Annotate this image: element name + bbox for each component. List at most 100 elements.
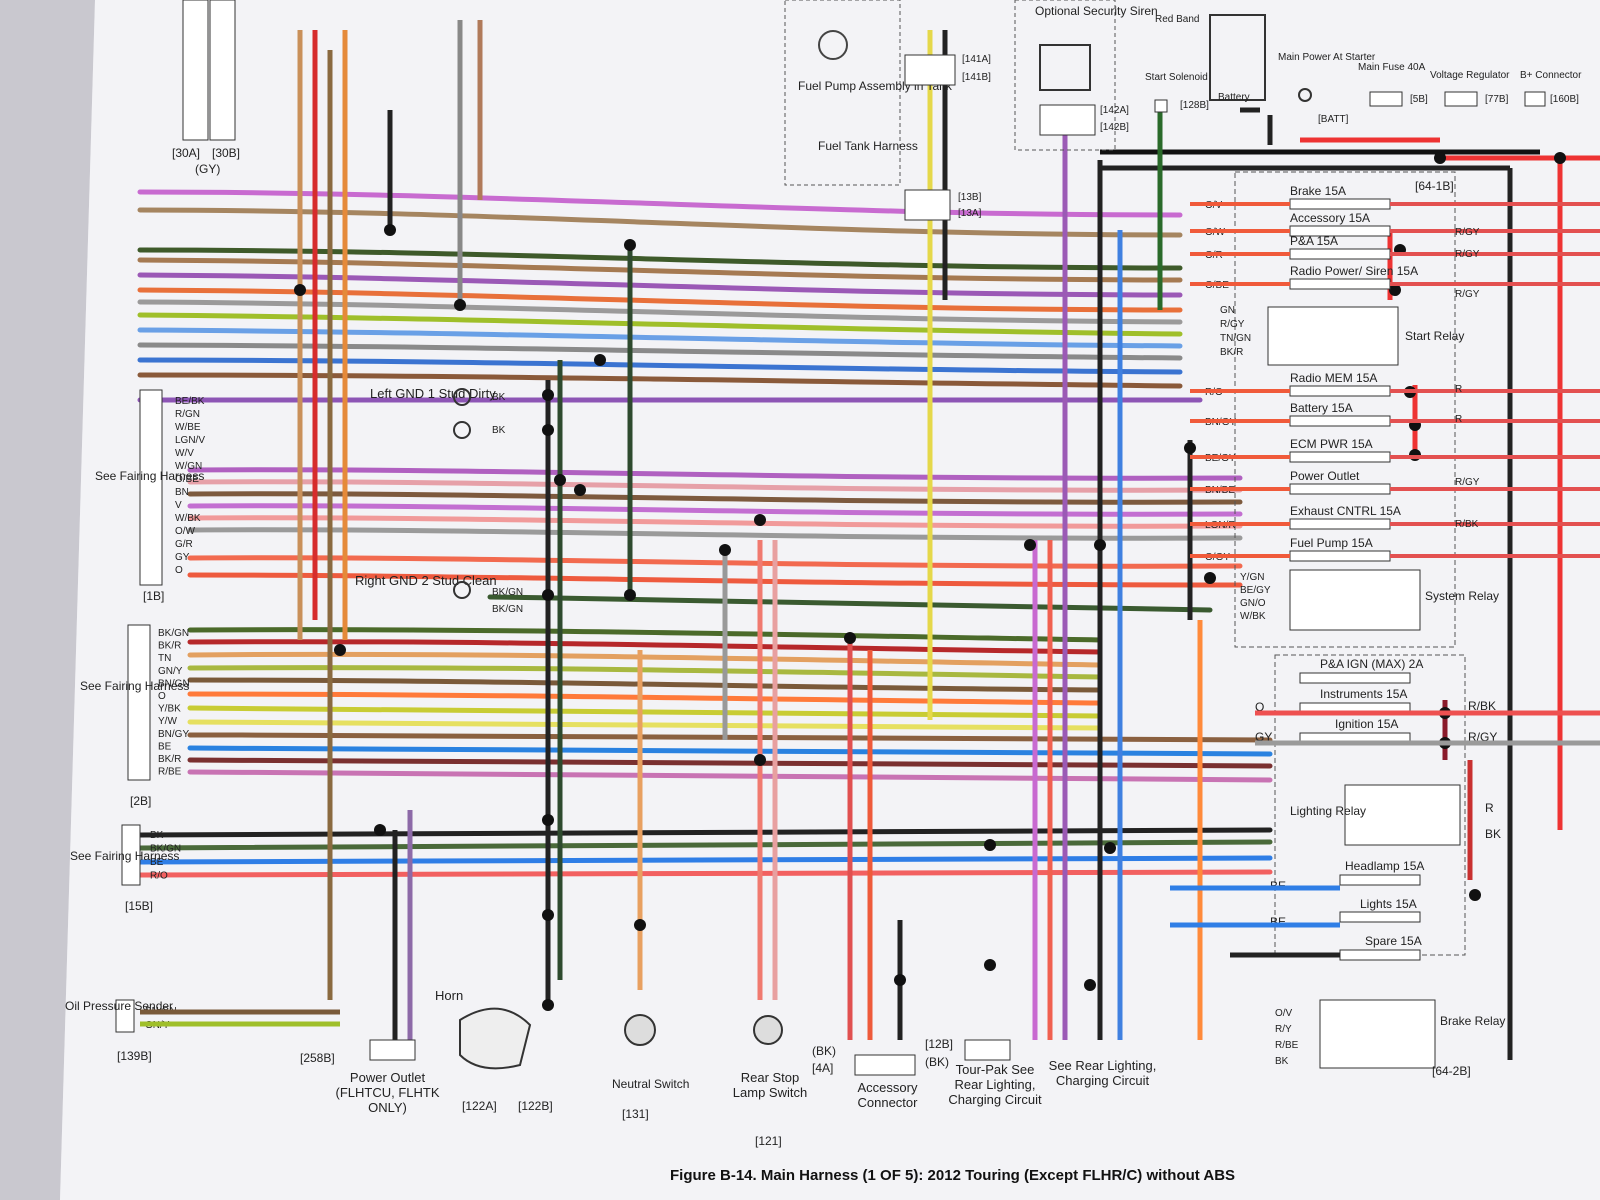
- wire: [187, 572, 1243, 588]
- fuse-output-label: R/GY: [1455, 477, 1480, 488]
- fuse-name: Radio Power/ Siren 15A: [1290, 264, 1418, 278]
- spare-fuse: [1339, 949, 1421, 961]
- neutral-switch-icon: [624, 1014, 656, 1046]
- instruments-label: Instruments 15A: [1320, 687, 1407, 701]
- bottom-components: [258B] Power Outlet (FLHTCU, FLHTK ONLY)…: [300, 988, 1156, 1148]
- wire-label: O: [158, 691, 166, 702]
- fuse-output-label: R/GY: [1455, 249, 1480, 260]
- fuse-name: Exhaust CNTRL 15A: [1290, 504, 1401, 518]
- wire-label: W/BK: [1240, 611, 1266, 622]
- rbk-label-1: R/BK: [1468, 699, 1496, 713]
- connector-1b: [139, 389, 163, 586]
- label-1b: [1B]: [143, 589, 164, 603]
- wire-label: R/GN: [175, 409, 200, 420]
- wire-label: Y/BK: [158, 704, 181, 715]
- splice-dot: [1094, 539, 1106, 551]
- splice-dot: [334, 644, 346, 656]
- horn-icon: [459, 1007, 532, 1070]
- splice-dot: [1024, 539, 1036, 551]
- siren-icon: [1039, 44, 1091, 91]
- wire-label: GY: [175, 552, 190, 563]
- fuse-name: ECM PWR 15A: [1290, 437, 1373, 451]
- wire: [137, 257, 1183, 283]
- fuse-name: Radio MEM 15A: [1290, 371, 1377, 385]
- fuse-block-upper-box: [1234, 171, 1456, 648]
- wire-label: O: [175, 565, 183, 576]
- wire: [187, 503, 1243, 517]
- wire-label: BK/R: [1220, 347, 1243, 358]
- connector-2b-wire-labels: BK/GNBK/RTNGN/YBN/GNOY/BKY/WBN/GYBEBK/RR…: [158, 628, 190, 778]
- wire: [187, 732, 1273, 743]
- wire-label: Y/W: [158, 716, 177, 727]
- lights-label: Lights 15A: [1360, 897, 1417, 911]
- main-fuse-label: Main Fuse 40A: [1358, 62, 1426, 73]
- wire-label: TN: [158, 653, 171, 664]
- main-fuse-connector: [1369, 91, 1403, 107]
- wire: [137, 189, 1183, 218]
- splice-dot: [1104, 842, 1116, 854]
- connector-15b: [121, 824, 141, 886]
- wire-label: W/BE: [175, 422, 201, 433]
- wire-label: V: [175, 500, 182, 511]
- splice-dot: [634, 919, 646, 931]
- wire: [137, 357, 1183, 375]
- wire-label: BK/R: [158, 641, 181, 652]
- splice-dot: [542, 814, 554, 826]
- system-relay-box: [1289, 569, 1421, 631]
- wire: [137, 372, 1183, 389]
- wire: [187, 527, 1243, 541]
- wire-label: O/V: [1275, 1008, 1293, 1019]
- bk-label-1: (BK): [812, 1044, 836, 1058]
- splice-dot: [1469, 889, 1481, 901]
- wire-label: W/V: [175, 448, 194, 459]
- wire: [137, 272, 1183, 298]
- brake-relay-label: Brake Relay: [1440, 1014, 1505, 1028]
- connector-2b: [127, 624, 151, 781]
- connector-30a-body: [182, 0, 209, 141]
- splice-dot: [594, 354, 606, 366]
- splice-dot: [844, 632, 856, 644]
- tourpak-label-box: Tour-Pak See Rear Lighting, Charging Cir…: [948, 1062, 1041, 1107]
- paper: [60, 0, 1600, 1200]
- fuse: [1289, 198, 1391, 210]
- wire: [187, 719, 1103, 731]
- splice-dot: [624, 239, 636, 251]
- wire-label: R/Y: [1275, 1024, 1292, 1035]
- wire: [187, 479, 1243, 493]
- splice-dot: [1389, 284, 1401, 296]
- see-fairing-label-1: See Fairing Harness: [95, 469, 204, 483]
- connector-30: [30A] [30B] (GY): [172, 0, 240, 176]
- system-relay-label: System Relay: [1425, 589, 1499, 603]
- splice-dot: [542, 424, 554, 436]
- brake-relay-box: [1319, 999, 1436, 1069]
- left-gnd-stud-icon: [453, 388, 471, 406]
- label-160b: [160B]: [1550, 94, 1579, 105]
- bk-label: BK: [1485, 827, 1501, 841]
- battery-label: Battery: [1218, 92, 1250, 103]
- label-13b: [13B]: [958, 192, 982, 203]
- voltage-regulator-label: Voltage Regulator: [1430, 70, 1510, 81]
- fuel-tank-harness-label: Fuel Tank Harness: [818, 139, 918, 153]
- splice-dot: [1554, 152, 1566, 164]
- label-5b: [5B]: [1410, 94, 1428, 105]
- start-solenoid-connector: [1154, 99, 1168, 113]
- b-plus-connector: [1524, 91, 1546, 107]
- label-13a: [13A]: [958, 208, 982, 219]
- accessory-connector: [854, 1054, 916, 1076]
- wire-label: R/BE: [1275, 1040, 1299, 1051]
- wire: [187, 705, 1103, 719]
- label-131: [131]: [622, 1107, 649, 1121]
- splice-dot: [374, 824, 386, 836]
- accessory-label-box: Accessory Connector: [858, 1080, 918, 1110]
- wire-label: BK: [150, 830, 164, 841]
- wire-label: GN: [1220, 305, 1235, 316]
- splice-dot: [542, 909, 554, 921]
- siren-label: Optional Security Siren: [1035, 4, 1158, 18]
- figure-caption: Figure B-14. Main Harness (1 OF 5): 2012…: [670, 1167, 1235, 1184]
- wire: [137, 342, 1183, 361]
